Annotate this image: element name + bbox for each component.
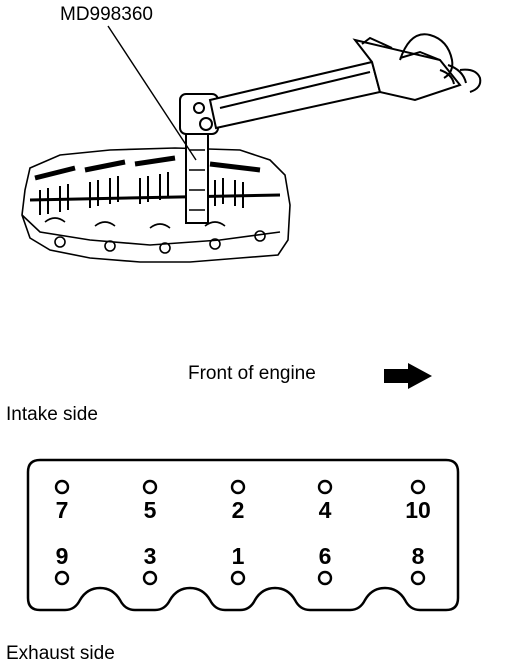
bolt-number: 3 xyxy=(143,543,157,569)
bolt-number: 1 xyxy=(231,543,245,569)
bolt-number: 6 xyxy=(318,543,332,569)
bolt-number: 8 xyxy=(411,543,425,569)
circle-icon xyxy=(54,479,70,495)
circle-icon xyxy=(230,570,246,586)
bolt-number: 5 xyxy=(143,497,157,523)
bolt-number: 10 xyxy=(405,497,431,523)
head-gasket-outline xyxy=(26,458,460,612)
circle-icon xyxy=(230,479,246,495)
tool-label: MD998360 xyxy=(60,4,153,25)
circle-icon xyxy=(410,479,426,495)
bolt-number: 9 xyxy=(55,543,69,569)
bolt-number: 7 xyxy=(55,497,69,523)
intake-side-label: Intake side xyxy=(6,404,98,425)
arrow-right-icon xyxy=(384,363,432,389)
front-of-engine-label: Front of engine xyxy=(188,363,316,384)
bolt-number: 4 xyxy=(318,497,332,523)
circle-icon xyxy=(317,570,333,586)
circle-icon xyxy=(142,479,158,495)
bolt-holes xyxy=(54,479,426,586)
circle-icon xyxy=(317,479,333,495)
circle-icon xyxy=(54,570,70,586)
cylinder-head-icon xyxy=(21,147,291,263)
torque-wrench-icon xyxy=(179,33,482,224)
leader-line xyxy=(107,25,197,161)
bolt-number: 2 xyxy=(231,497,245,523)
circle-icon xyxy=(410,570,426,586)
circle-icon xyxy=(142,570,158,586)
exhaust-side-label: Exhaust side xyxy=(6,643,115,664)
